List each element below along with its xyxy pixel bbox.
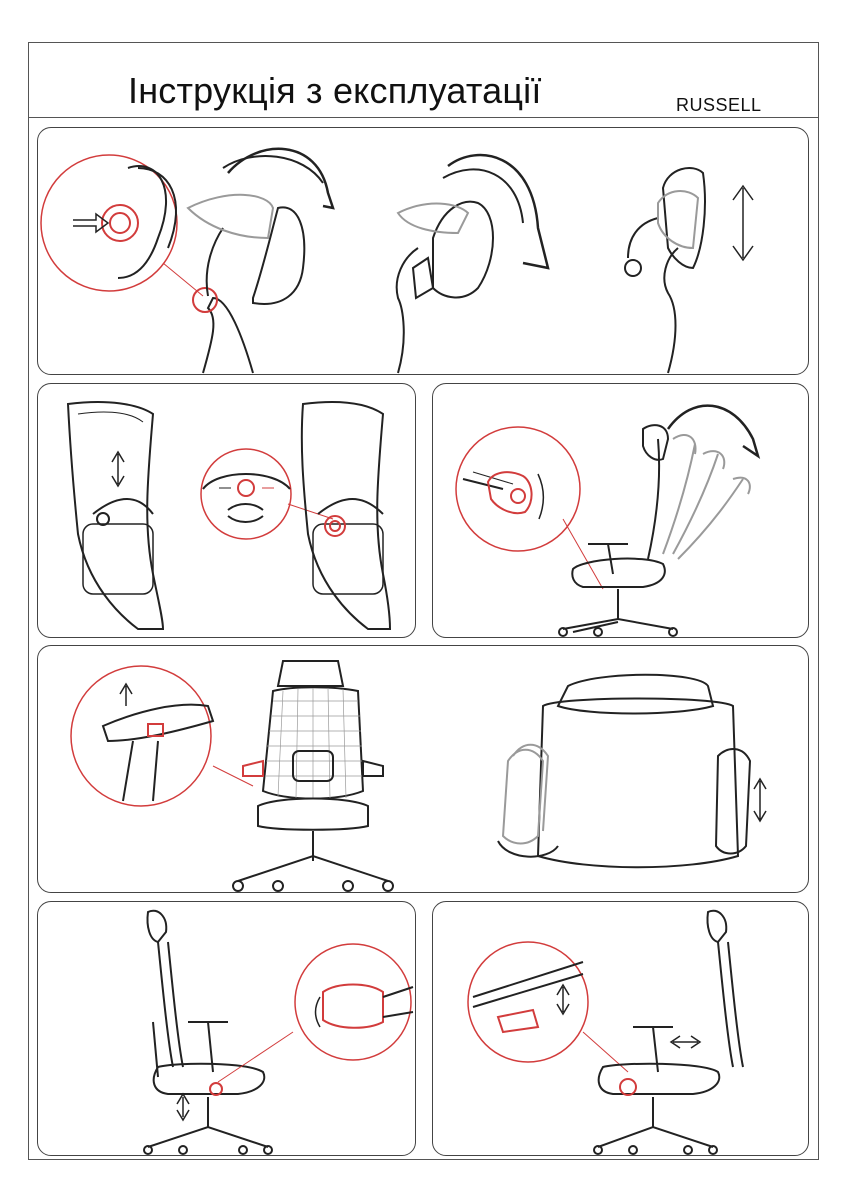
armrest-diagram [70,660,767,892]
armrest-adjustment-panel [37,645,809,893]
backrest-diagram [66,401,392,630]
seat-depth-panel [432,901,809,1156]
header: Інструкція з експлуатації RUSSELL [28,42,819,118]
tilt-diagram [455,404,761,637]
gas-lift-diagram [143,909,414,1155]
seat-height-panel [37,901,416,1156]
lumbar-support-panel [37,383,416,638]
page-title: Інструкція з експлуатації [128,70,542,111]
seat-slide-diagram [467,909,744,1155]
backrest-tilt-panel [432,383,809,638]
brand-label: RUSSELL [676,95,762,115]
headrest-diagram [40,147,754,374]
headrest-adjustment-panel [37,127,809,375]
page-frame [28,42,819,1160]
